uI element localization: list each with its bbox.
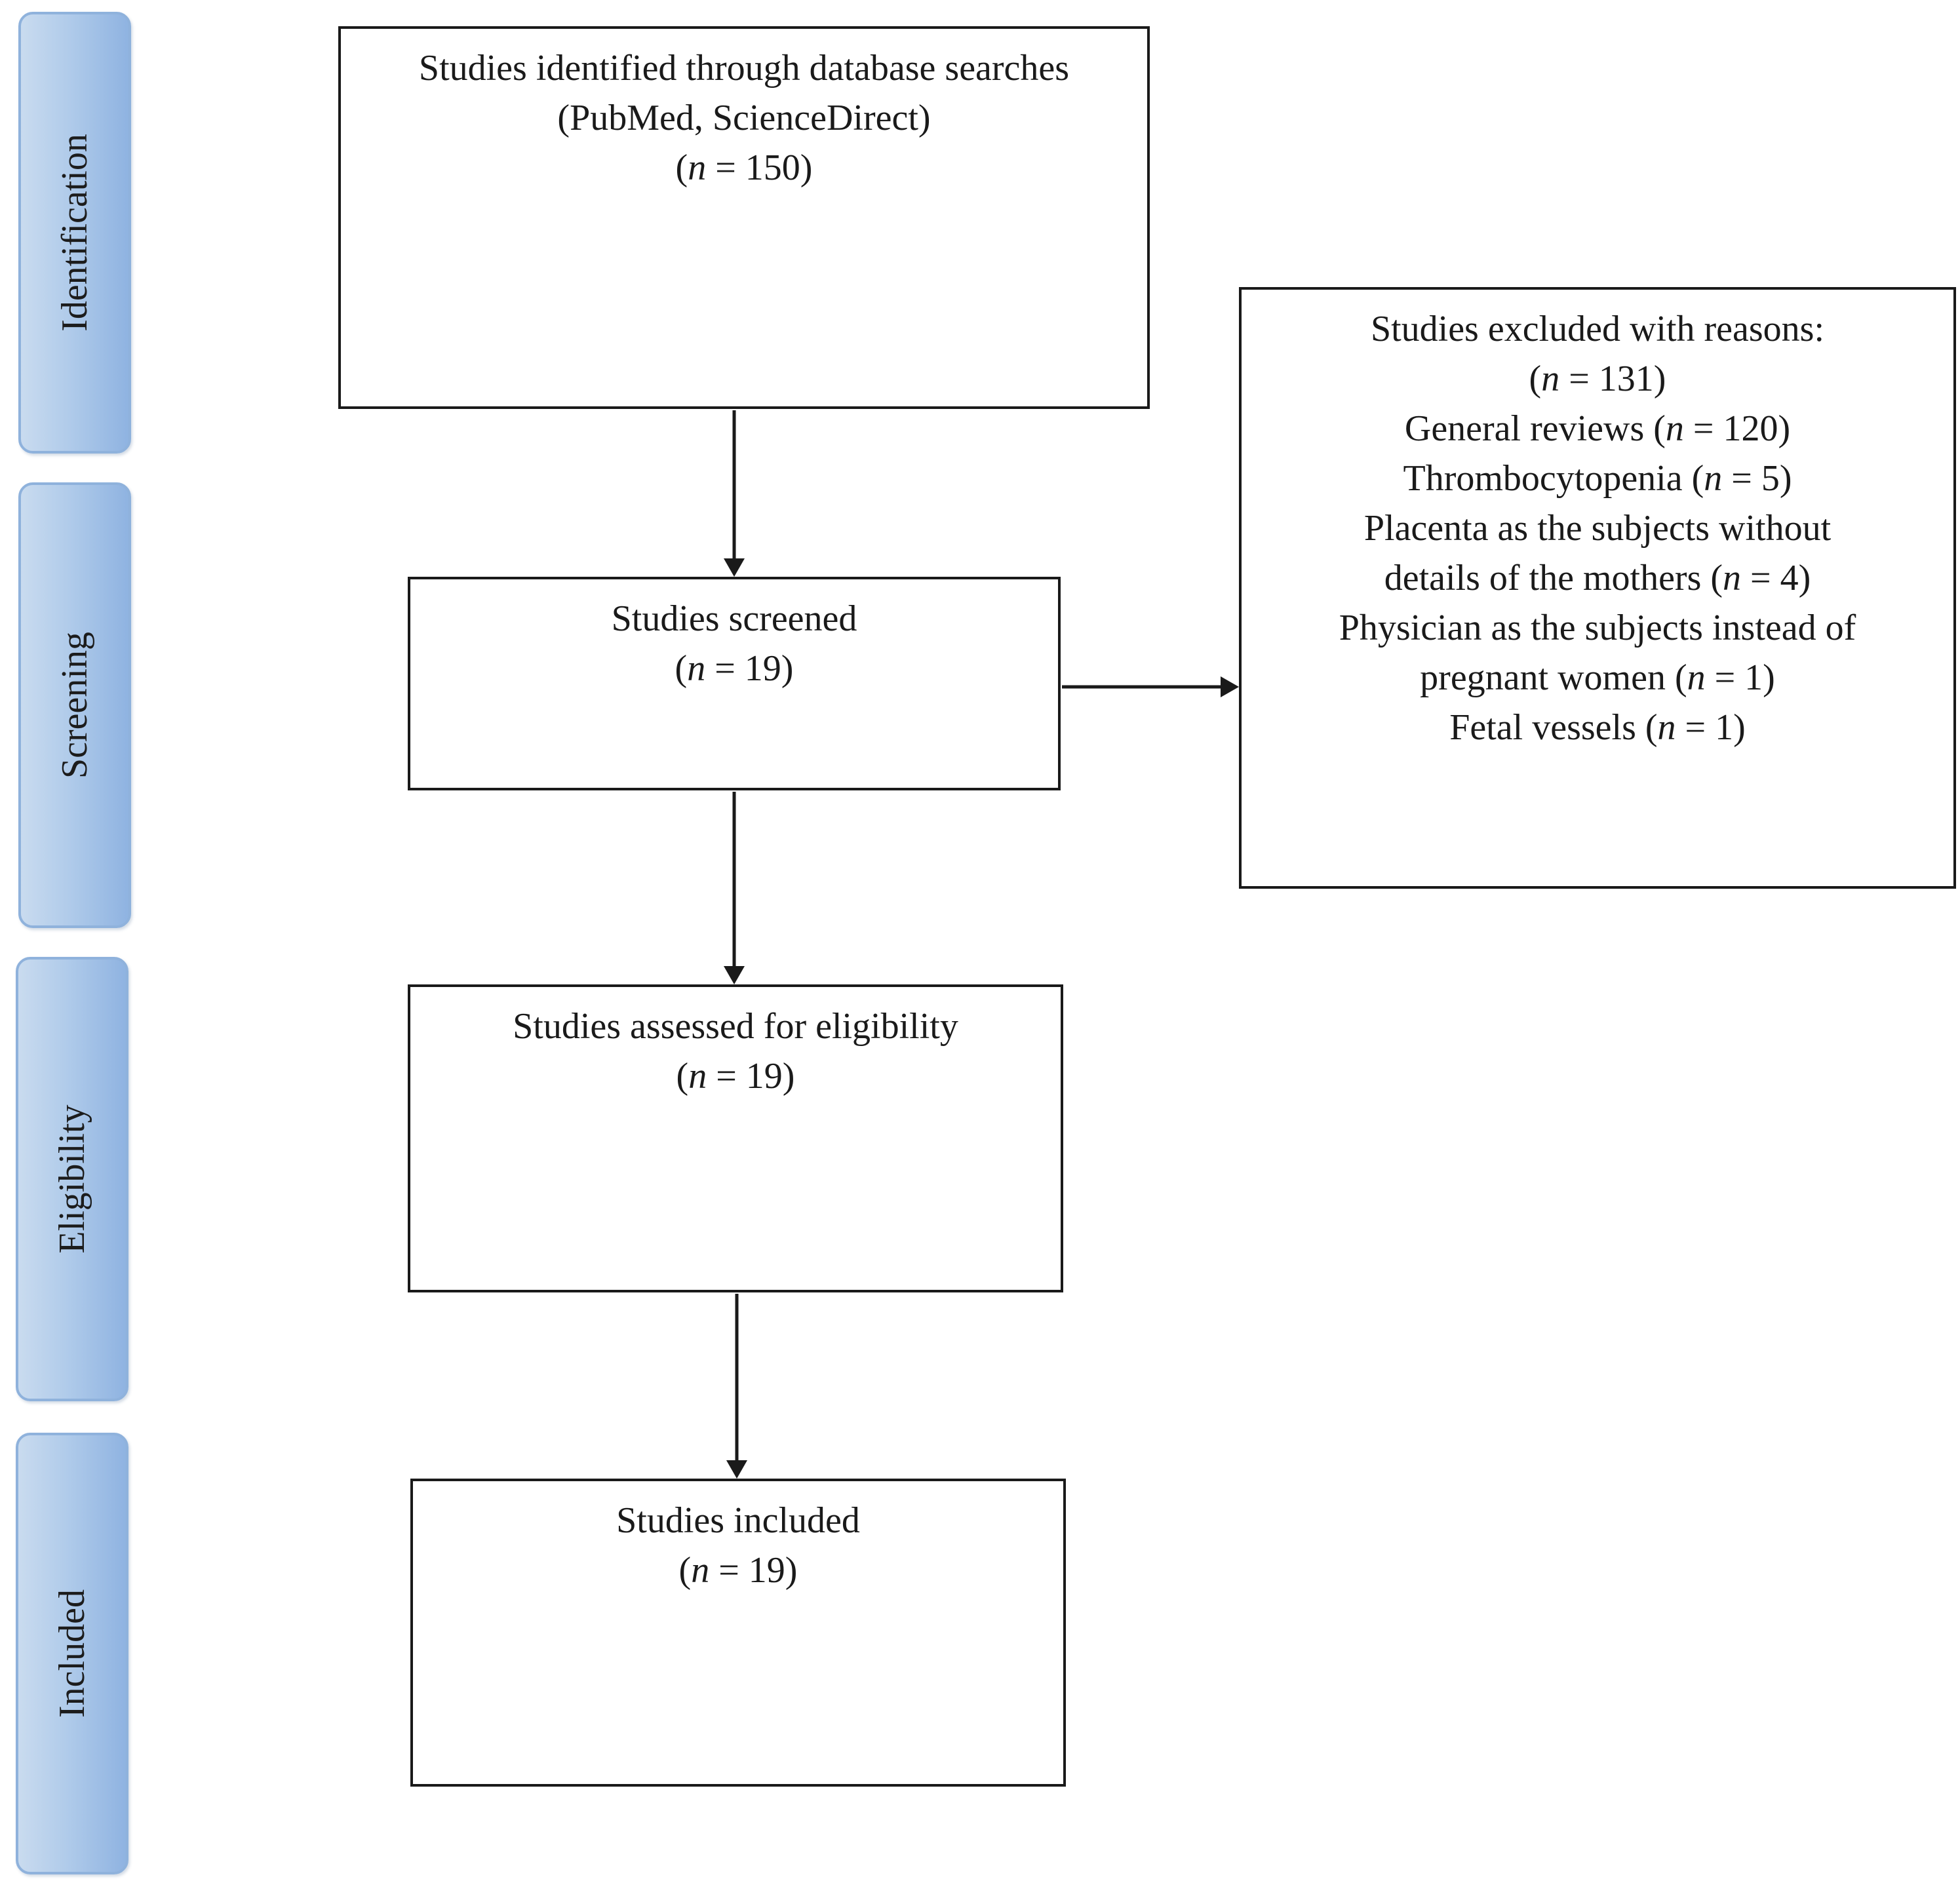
identified-box: Studies identified through database sear…: [338, 26, 1150, 409]
included-count: (n = 19): [678, 1550, 798, 1591]
excluded-reason: General reviews (n = 120): [1404, 408, 1791, 449]
arrow-identified-to-screened: [724, 410, 745, 577]
screened-count: (n = 19): [675, 648, 794, 689]
included-title: Studies included: [616, 1500, 860, 1541]
stage-tab-screening: Screening: [18, 482, 131, 928]
excluded-total: (n = 131): [1529, 359, 1666, 399]
eligibility-box: Studies assessed for eligibility (n = 19…: [408, 984, 1063, 1292]
included-box: Studies included (n = 19): [410, 1479, 1066, 1787]
stage-tab-eligibility: Eligibility: [16, 957, 128, 1401]
excluded-reason: details of the mothers (n = 4): [1384, 558, 1811, 598]
stage-tab-included: Included: [16, 1433, 128, 1874]
eligibility-count: (n = 19): [676, 1056, 795, 1096]
excluded-reason: Fetal vessels (n = 1): [1449, 707, 1746, 748]
excluded-reason: Thrombocytopenia (n = 5): [1403, 458, 1792, 499]
identified-title: Studies identified through database sear…: [418, 48, 1070, 88]
stage-tab-identification: Identification: [18, 12, 131, 454]
arrow-eligibility-to-included: [726, 1294, 747, 1479]
arrow-screened-to-eligibility: [724, 792, 745, 984]
identified-count: (n = 150): [675, 147, 813, 188]
excluded-reason: pregnant women (n = 1): [1420, 657, 1775, 698]
excluded-box: Studies excluded with reasons: (n = 131)…: [1239, 287, 1956, 889]
identified-sources: (PubMed, ScienceDirect): [557, 98, 931, 138]
eligibility-title: Studies assessed for eligibility: [513, 1006, 958, 1047]
excluded-reason: Placenta as the subjects without: [1363, 508, 1832, 549]
screened-title: Studies screened: [611, 598, 857, 639]
excluded-reason: Physician as the subjects instead of: [1339, 608, 1856, 648]
screened-box: Studies screened (n = 19): [408, 577, 1061, 790]
arrow-screened-to-excluded: [1062, 676, 1239, 697]
excluded-title: Studies excluded with reasons:: [1370, 309, 1825, 349]
